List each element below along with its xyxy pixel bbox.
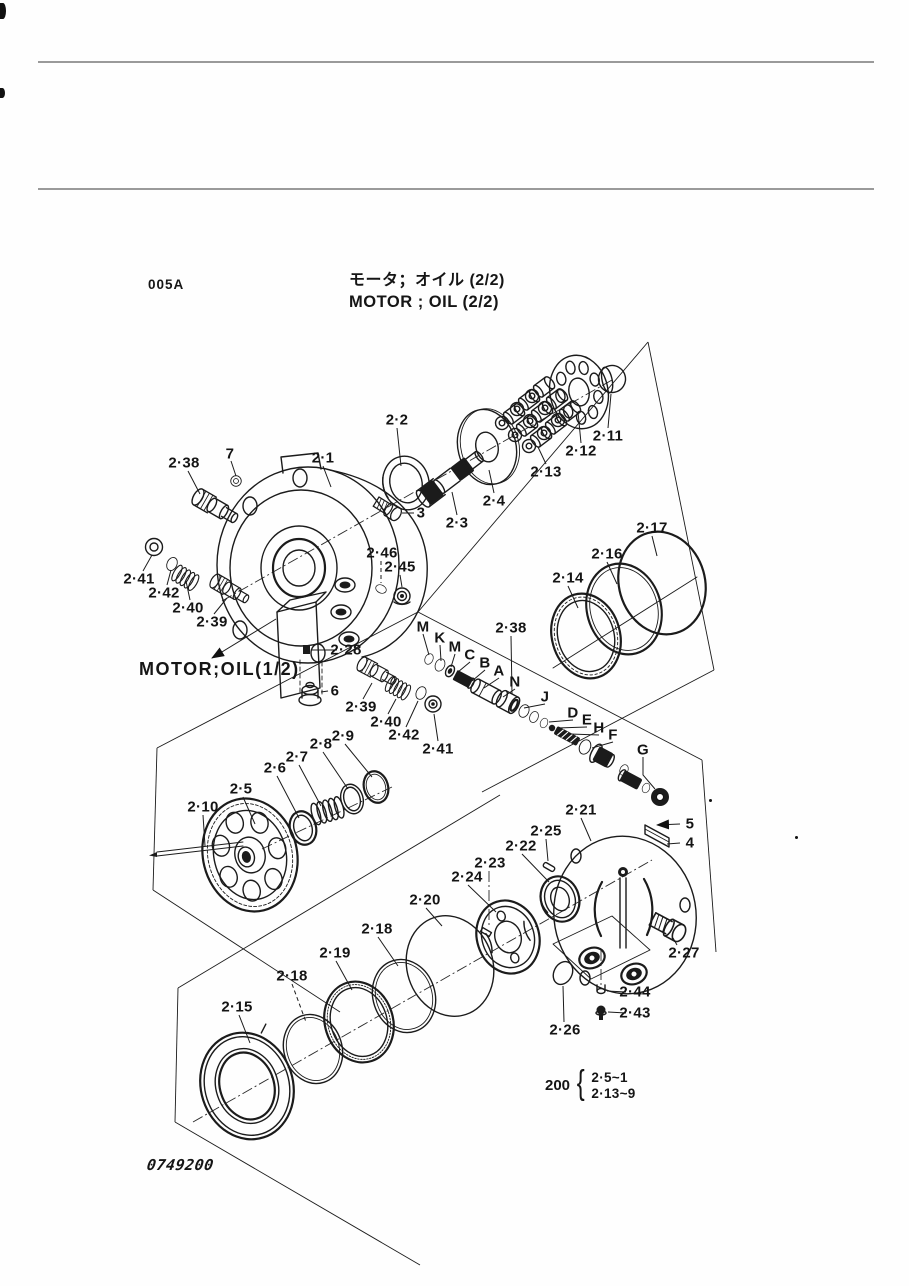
part-oring-2-42b (413, 684, 429, 702)
part-gear-ring (550, 592, 622, 680)
part-ring-2-18b (371, 958, 437, 1034)
group-note: 200 { 2·5~1 2·13~9 (545, 1064, 636, 1103)
part-bolt-7 (230, 475, 242, 487)
group-brace: { (576, 1064, 585, 1102)
cross-reference-label: MOTOR;OIL(1/2) (139, 659, 300, 679)
part-bearing-2-22 (539, 875, 581, 923)
drawing-number: 0749200 (145, 1156, 215, 1174)
part-oring-large (617, 530, 707, 636)
part-ring-2-19 (323, 980, 395, 1064)
scan-artifact (0, 3, 6, 19)
part-valve-components (422, 651, 669, 806)
part-swash-disc (456, 408, 520, 486)
page-title-japanese: モータ；オイル (2/2) (349, 272, 505, 289)
part-end-cover (552, 835, 697, 995)
page-code: 005A (148, 277, 185, 292)
frame-lines (152, 341, 717, 1266)
page-title-english: MOTOR ; OIL (2/2) (349, 293, 499, 311)
title-block: モータ；オイル (2/2) MOTOR ; OIL (2/2) (349, 266, 505, 312)
part-fitting-2-38 (188, 486, 242, 528)
part-retainer-plate-2-24 (475, 899, 541, 975)
group-number: 200 (545, 1077, 571, 1094)
part-bolt-2-27 (647, 910, 690, 945)
part-fitting-2-39 (207, 571, 253, 608)
part-pin-2-23 (479, 871, 493, 938)
part-drive-shaft (415, 450, 484, 508)
leader-lines (142, 393, 681, 1044)
part-spring-2-40b (382, 674, 413, 702)
group-item: 2·5~1 (591, 1069, 628, 1085)
part-oring-2-42 (164, 555, 180, 573)
scan-artifact (795, 836, 798, 839)
part-plug-2-41 (144, 537, 164, 557)
part-motor-housing (216, 452, 428, 698)
part-oring-2-20 (405, 915, 495, 1017)
part-ring-2-9 (362, 770, 390, 804)
part-spring-2-40 (169, 563, 202, 593)
cross-reference-arrow (211, 618, 277, 659)
part-plug-2-26 (552, 960, 574, 986)
part-oil-seal (382, 455, 430, 511)
part-planetary-gear (149, 797, 299, 913)
group-items: 2·5~1 2·13~9 (591, 1070, 635, 1102)
part-ring-2-8 (339, 783, 365, 815)
part-shim-strip (644, 824, 670, 848)
part-pin-2-44 (596, 950, 606, 995)
part-pedestal-block (276, 591, 327, 707)
part-bolt-2-43 (595, 1005, 607, 1020)
header-rule-bottom (38, 188, 874, 190)
group-item: 2·13~9 (591, 1085, 636, 1101)
scan-artifact (709, 799, 712, 802)
part-pin-2-25 (542, 861, 556, 873)
scan-artifact (0, 88, 5, 98)
part-plug-2-41b (424, 695, 442, 713)
header-rule-top (38, 61, 874, 63)
part-ring (585, 562, 663, 656)
part-valve-plate (548, 354, 610, 430)
part-oring-2-46 (373, 582, 389, 596)
part-ring-2-6 (288, 810, 318, 846)
part-cap (597, 364, 627, 394)
part-plug-2-45 (393, 587, 411, 606)
part-seal-2-15 (199, 1023, 295, 1141)
